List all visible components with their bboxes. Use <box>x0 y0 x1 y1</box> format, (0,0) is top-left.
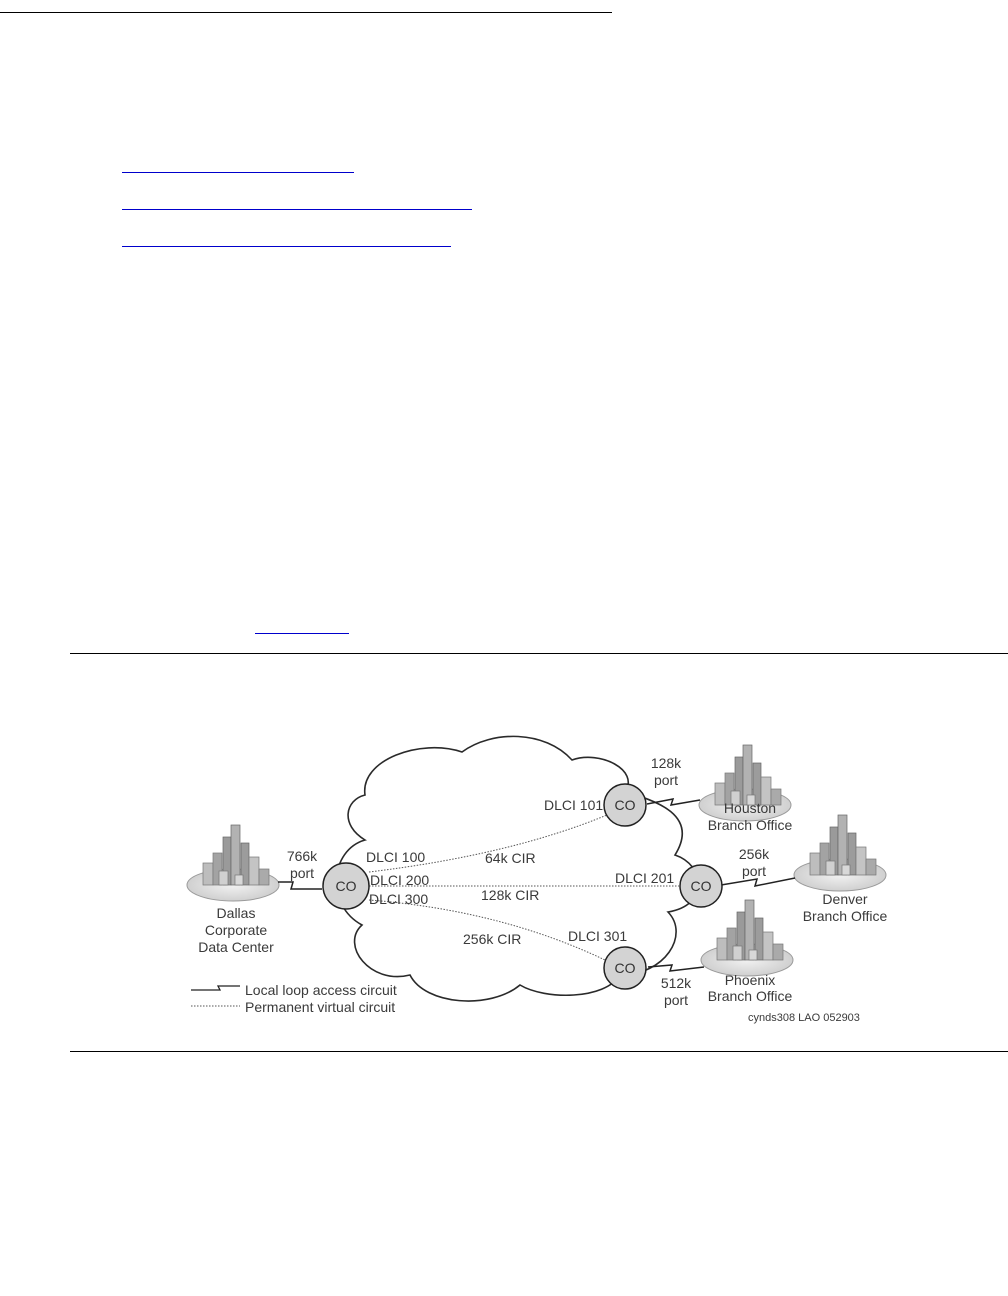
phoenix-label-line2: Branch Office <box>708 988 793 1004</box>
dlci-200-label: DLCI 200 <box>370 872 429 888</box>
top-rule <box>0 12 612 13</box>
dallas-port-speed: 766k <box>287 848 318 864</box>
phoenix-label-line1: Phoenix <box>725 972 776 988</box>
denver-buildings-icon <box>793 814 887 892</box>
denver-label-line1: Denver <box>822 891 867 907</box>
dallas-label-line3: Data Center <box>198 939 274 955</box>
dallas-buildings-icon <box>186 824 280 902</box>
co-node-dallas <box>322 862 370 910</box>
houston-label-line1: Houston <box>724 800 776 816</box>
co-node-houston <box>603 783 647 827</box>
legend-local-loop-symbol <box>191 985 240 991</box>
denver-port-speed: 256k <box>739 846 770 862</box>
figure-bottom-rule <box>70 1051 1008 1052</box>
legend-local-loop-label: Local loop access circuit <box>245 982 397 998</box>
dallas-local-loop <box>278 881 322 890</box>
dlci-301-label: DLCI 301 <box>568 928 627 944</box>
co-label-denver: CO <box>691 878 712 894</box>
cir-128k-label: 128k CIR <box>481 887 539 903</box>
phoenix-port-word: port <box>664 992 688 1008</box>
figure-id: cynds308 LAO 052903 <box>748 1012 860 1024</box>
cir-64k-label: 64k CIR <box>485 850 536 866</box>
link-underline-3[interactable] <box>122 246 451 247</box>
denver-label-line2: Branch Office <box>803 908 888 924</box>
phoenix-port-speed: 512k <box>661 975 692 991</box>
denver-local-loop <box>720 877 796 887</box>
dallas-label-line1: Dallas <box>217 905 256 921</box>
dlci-100-label: DLCI 100 <box>366 849 425 865</box>
figure-top-rule <box>70 653 1008 654</box>
co-node-phoenix <box>603 946 647 990</box>
pvc-phoenix <box>368 899 606 961</box>
denver-port-word: port <box>742 863 766 879</box>
link-underline-2[interactable] <box>122 209 472 210</box>
link-underline-4[interactable] <box>255 633 349 634</box>
co-label-houston: CO <box>615 797 636 813</box>
houston-port-word: port <box>654 772 678 788</box>
co-label-phoenix: CO <box>615 960 636 976</box>
co-node-denver <box>679 864 723 908</box>
link-underline-1[interactable] <box>122 172 354 173</box>
pvc-houston <box>368 814 608 873</box>
phoenix-buildings-icon <box>700 899 794 977</box>
dlci-201-label: DLCI 201 <box>615 870 674 886</box>
dlci-101-label: DLCI 101 <box>544 797 603 813</box>
dlci-300-label: DLCI 300 <box>369 891 428 907</box>
houston-local-loop <box>646 798 701 806</box>
dallas-port-word: port <box>290 865 314 881</box>
houston-label-line2: Branch Office <box>708 817 793 833</box>
legend-pvc-label: Permanent virtual circuit <box>245 999 395 1015</box>
dallas-label-line2: Corporate <box>205 922 267 938</box>
co-label-dallas: CO <box>336 878 357 894</box>
houston-port-speed: 128k <box>651 755 682 771</box>
phoenix-local-loop <box>647 964 705 972</box>
cir-256k-label: 256k CIR <box>463 931 521 947</box>
